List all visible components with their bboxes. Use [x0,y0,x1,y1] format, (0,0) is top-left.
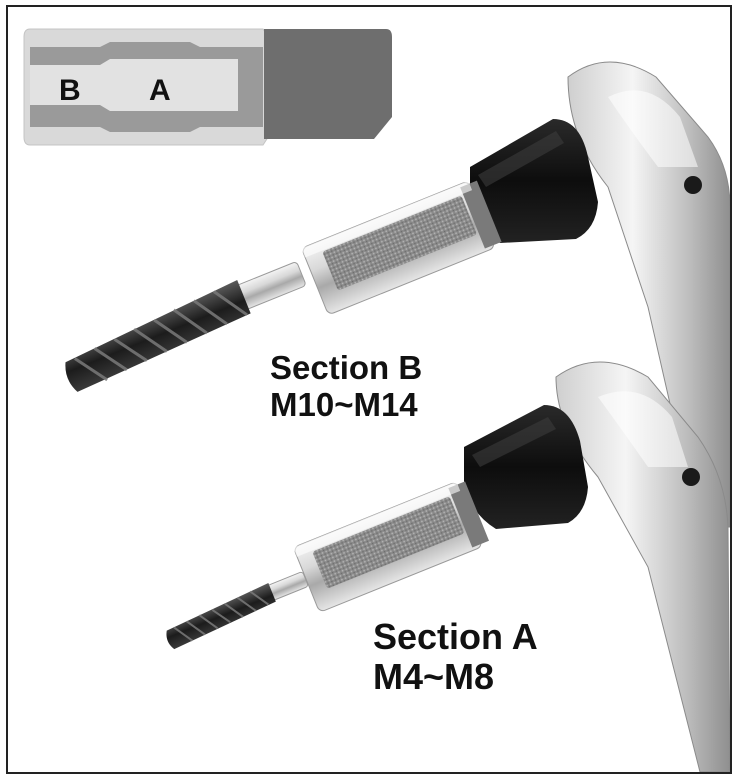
ratchet-switch-icon [684,176,702,194]
section-b-range: M10~M14 [270,385,418,423]
section-b-title: Section B [270,349,423,386]
tap-bit-top [65,262,306,392]
ratchet-switch-icon [682,468,700,486]
tap-bit-bottom [166,571,309,650]
section-b-label: Section B M10~M14 [270,349,423,424]
hex-adapter-top [301,180,502,314]
rubber-sleeve-bottom [464,405,588,529]
diagram-bore-section-a [110,69,238,101]
diagram-shank [264,29,392,139]
adapter-section-diagram: B A [23,28,392,146]
section-a-range: M4~M8 [373,656,495,698]
rubber-sleeve-top [470,119,598,243]
image-frame: B A [6,5,732,774]
section-a-label: Section A M4~M8 [373,616,538,698]
section-a-title: Section A [373,616,538,657]
hex-adapter-bottom [293,481,489,612]
diagram-letter-a: A [149,74,171,107]
diagram-letter-b: B [59,74,81,107]
photo-canvas: B A [23,28,730,772]
